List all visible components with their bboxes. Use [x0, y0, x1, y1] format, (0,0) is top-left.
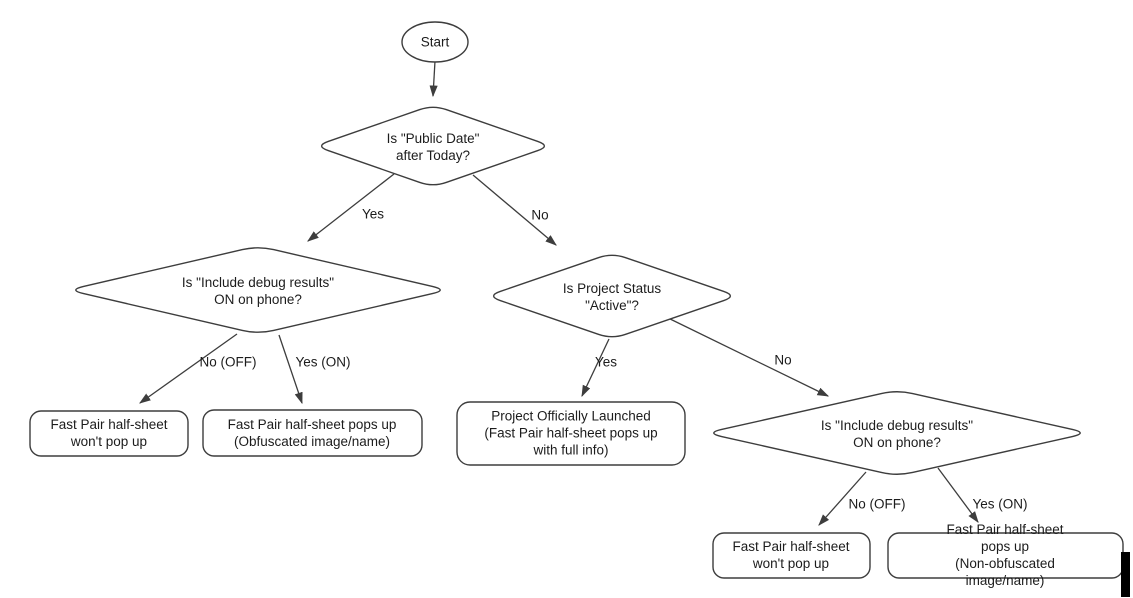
- decision-project-status-label: Is Project Status "Active"?: [562, 281, 662, 313]
- edge-project-status-no: [663, 315, 830, 397]
- result-no-popup-left-label: Fast Pair half-sheet won't pop up: [50, 417, 168, 449]
- decision-public-date-shape: [320, 106, 546, 186]
- edge-label-debug-right-yes: Yes (ON): [972, 496, 1028, 512]
- result-launched-label: Project Officially Launched (Fast Pair h…: [484, 408, 658, 458]
- decision-public-date-label: Is "Public Date" after Today?: [386, 131, 480, 163]
- edge-label-project-status-yes: Yes: [594, 354, 618, 370]
- result-no-popup-right-label: Fast Pair half-sheet won't pop up: [732, 539, 850, 571]
- edge-public-date-no: [472, 174, 557, 246]
- result-obfuscated-label: Fast Pair half-sheet pops up (Obfuscated…: [227, 417, 397, 449]
- decision-debug-right-label: Is "Include debug results" ON on phone?: [820, 418, 974, 450]
- edge-label-debug-left-no: No (OFF): [199, 354, 257, 370]
- edge-label-public-date-yes: Yes: [361, 206, 385, 222]
- start-node-label: Start: [420, 34, 450, 50]
- result-non-obfuscated-label: Fast Pair half-sheet pops up (Non-obfusc…: [946, 522, 1064, 588]
- result-no-popup-left-shape: [29, 410, 189, 457]
- edge-project-status-yes: [581, 338, 610, 398]
- edge-debug-left-no: [139, 333, 238, 404]
- edge-debug-right-no: [818, 471, 867, 526]
- edge-label-debug-left-yes: Yes (ON): [295, 354, 351, 370]
- text-cursor: [1121, 552, 1130, 597]
- edge-label-public-date-no: No: [531, 207, 549, 223]
- result-no-popup-right-shape: [712, 532, 871, 579]
- edge-debug-left-yes: [278, 334, 303, 405]
- decision-project-status-shape: [492, 254, 732, 338]
- edge-public-date-yes: [307, 173, 395, 242]
- edge-label-project-status-no: No: [774, 352, 792, 368]
- edge-label-debug-right-no: No (OFF): [848, 496, 906, 512]
- decision-debug-left-label: Is "Include debug results" ON on phone?: [181, 275, 335, 307]
- start-node-shape: [401, 21, 469, 63]
- result-launched-shape: [456, 401, 686, 466]
- result-obfuscated-shape: [202, 409, 423, 457]
- edge-start-to-public-date: [429, 60, 438, 98]
- edge-debug-right-yes: [937, 467, 979, 523]
- decision-debug-right-shape: [713, 391, 1081, 475]
- decision-debug-left-shape: [75, 247, 441, 333]
